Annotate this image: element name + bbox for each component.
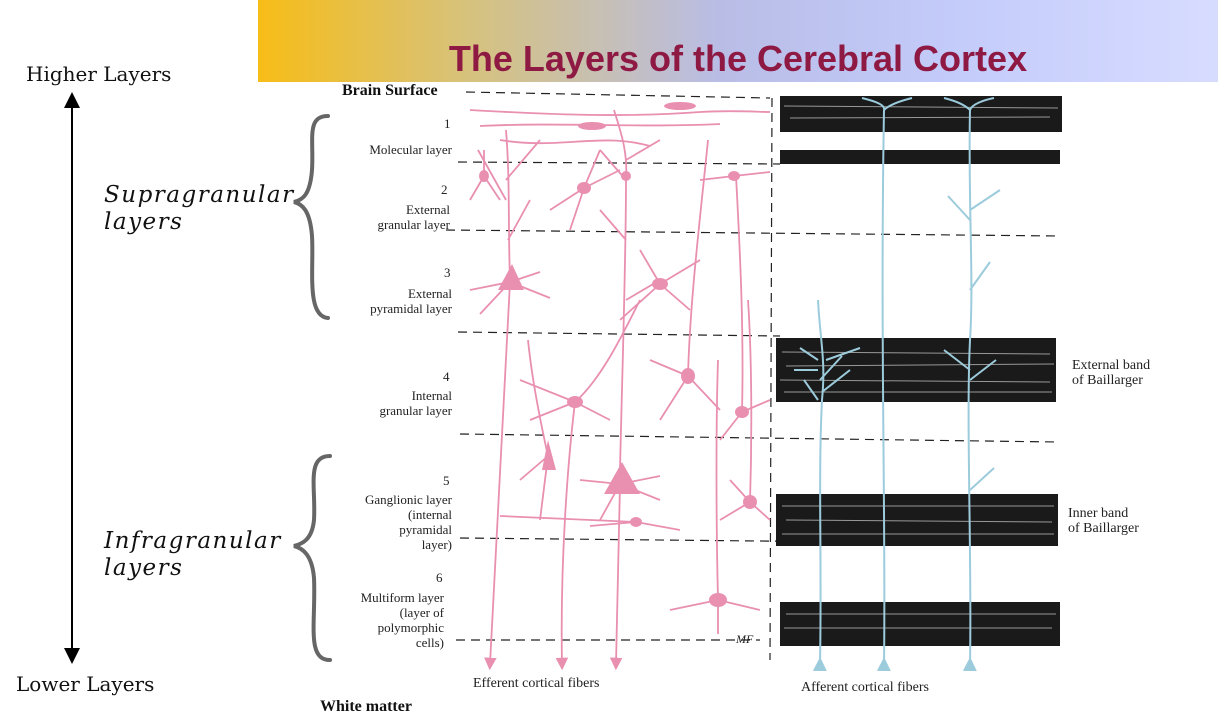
layer-6-name-line4: cells) [415, 635, 444, 650]
supragranular-label: Supragranular layers [104, 182, 295, 236]
layer-2-number: 2 [441, 182, 448, 197]
layer-1-number: 1 [444, 116, 451, 131]
title-banner: The Layers of the Cerebral Cortex [258, 0, 1218, 82]
layer-4-name-line1: Internal [411, 388, 452, 403]
higher-layers-label: Higher Layers [26, 62, 172, 86]
inner-band-line1: Inner band [1068, 506, 1129, 521]
layer-2-name: External granular layer [377, 202, 450, 232]
infragranular-label-line2: layers [104, 555, 184, 581]
layer-3-name-line1: External [407, 286, 452, 301]
layer-1-name: Molecular layer [369, 142, 452, 157]
layer-3-name-line2: pyramidal layer [370, 301, 452, 316]
supragranular-brace [293, 114, 330, 320]
layer-6-name: Multiform layer (layer of polymorphic ce… [361, 590, 444, 650]
layer-2-name-line2: granular layer [377, 217, 450, 232]
supragranular-label-line2: layers [104, 209, 184, 235]
layer-4-name-line2: granular layer [379, 403, 452, 418]
band-streaks [779, 105, 1059, 629]
layer-5-number: 5 [443, 473, 450, 488]
layer-4-number: 4 [443, 369, 450, 384]
page-title: The Layers of the Cerebral Cortex [448, 38, 1028, 79]
layer-4-name: Internal granular layer [379, 388, 452, 418]
external-band-label: External band of Baillarger [1072, 358, 1150, 388]
lower-layers-label: Lower Layers [16, 672, 155, 696]
white-matter-label: White matter [320, 698, 412, 715]
layer-5-name-line4: layer) [421, 537, 452, 552]
infragranular-brace [293, 454, 332, 662]
neuron-somas [479, 102, 757, 607]
infragranular-label-line1: Infragranular [104, 528, 282, 554]
layer-5-name: Ganglionic layer (internal pyramidal lay… [365, 492, 452, 552]
infragranular-label: Infragranular layers [104, 528, 282, 582]
efferent-fibers-label: Efferent cortical fibers [473, 676, 600, 691]
layer-6-name-line3: polymorphic [377, 620, 444, 635]
artist-signature: MF [736, 632, 754, 646]
inner-band-label: Inner band of Baillarger [1068, 506, 1139, 536]
layer-5-name-line3: pyramidal [399, 522, 452, 537]
layer-5-name-line1: Ganglionic layer [365, 492, 452, 507]
layer-2-name-line1: External [405, 202, 450, 217]
external-band-line2: of Baillarger [1072, 373, 1143, 388]
brain-surface-label: Brain Surface [342, 82, 438, 99]
inner-band-line2: of Baillarger [1068, 521, 1139, 536]
layer-3-number: 3 [444, 265, 451, 280]
afferent-fibers-label: Afferent cortical fibers [801, 680, 930, 695]
layer-6-name-line2: (layer of [399, 605, 444, 620]
divider-dashed [769, 97, 773, 661]
neurons [469, 109, 771, 671]
fiber-bands [776, 96, 1062, 646]
layer-6-name-line1: Multiform layer [360, 590, 444, 605]
supragranular-label-line1: Supragranular [104, 182, 295, 208]
layer-5-name-line2: (internal [407, 507, 452, 522]
layer-1-name-line1: Molecular layer [369, 142, 452, 157]
afferent-fibers [794, 97, 1001, 664]
layer-6-number: 6 [436, 570, 443, 585]
layer-3-name: External pyramidal layer [370, 286, 452, 316]
external-band-line1: External band [1072, 358, 1151, 373]
